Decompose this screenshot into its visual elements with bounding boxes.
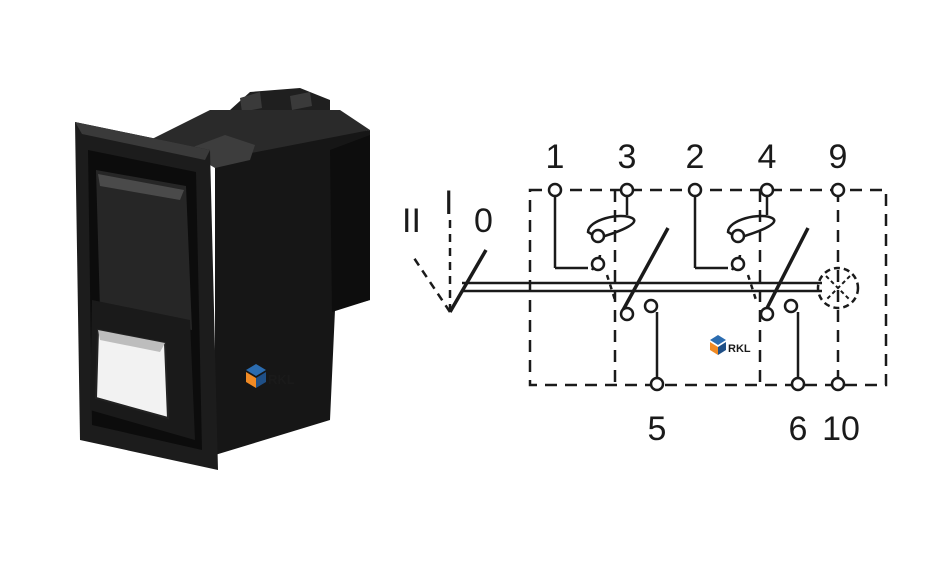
pin-label-1: 1 [546,138,565,176]
pin-label-5: 5 [648,410,667,448]
fixed-contact-3 [590,228,606,244]
pin-labels-top: 1 3 2 4 9 [546,138,848,176]
terminal-3 [619,182,635,198]
housing-outline [528,188,888,387]
position-label-2: II [402,202,421,240]
pin-label-4: 4 [758,138,777,176]
rocker-switch-photo [75,88,370,470]
position-labels: II I 0 [402,184,493,240]
indicator-lamp [816,266,860,310]
logo-mark-orange [246,372,256,388]
position-label-0: 0 [474,202,493,240]
fixed-contact-1 [590,256,606,272]
terminal-1 [547,182,563,198]
terminal-10 [830,376,846,392]
terminal-6 [790,376,806,392]
lamp-cross-2 [825,275,851,301]
terminal-5 [649,376,665,392]
watermark-text-schematic: RKL [728,343,751,355]
schematic-logo-dark [718,342,726,355]
pivot-contact-6 [783,298,799,314]
pivot-contact-2 [759,306,775,322]
moving-contact-2 [763,227,810,313]
terminals [547,182,846,392]
watermark-logo-schematic: RKL [710,335,751,355]
pin-label-3: 3 [618,138,637,176]
position-label-1: I [444,184,453,222]
housing-side-shade [330,135,370,312]
contact-4-arc [726,214,776,240]
contact-3-arc [586,214,636,240]
terminal-tab [240,92,262,112]
contact-2-dash [746,274,758,301]
pin-label-6: 6 [789,410,808,448]
indicator-lens [94,328,170,420]
schematic-logo-orange [710,342,718,355]
pin-labels-bottom: 5 6 10 [648,410,860,448]
lever-position-2 [410,254,452,313]
terminal-4 [759,182,775,198]
contact-1-dash [605,274,617,301]
moving-contact-1 [620,227,670,313]
watermark-logo-photo: RKL [246,364,295,388]
logo-mark-dark [256,372,266,388]
pivot-contact-5 [643,298,659,314]
pin-label-10: 10 [822,410,860,448]
pivot-contact-1 [619,306,635,322]
fixed-contact-4 [730,228,746,244]
schematic-logo-blue [710,335,726,345]
rocker-highlight [98,174,184,200]
terminal-2 [687,182,703,198]
bezel-top-edge [75,122,210,160]
pin-label-9: 9 [829,138,848,176]
logo-mark-blue [246,364,266,376]
terminal-tab-2 [290,92,312,110]
fixed-contact-2 [730,256,746,272]
watermark-text-photo: RKL [268,372,295,387]
wiring-schematic [410,188,888,387]
pin-label-2: 2 [686,138,705,176]
terminal-9 [830,182,846,198]
lever-position-0 [448,249,488,313]
rocker-upper [96,170,192,330]
lens-shade [98,330,165,352]
